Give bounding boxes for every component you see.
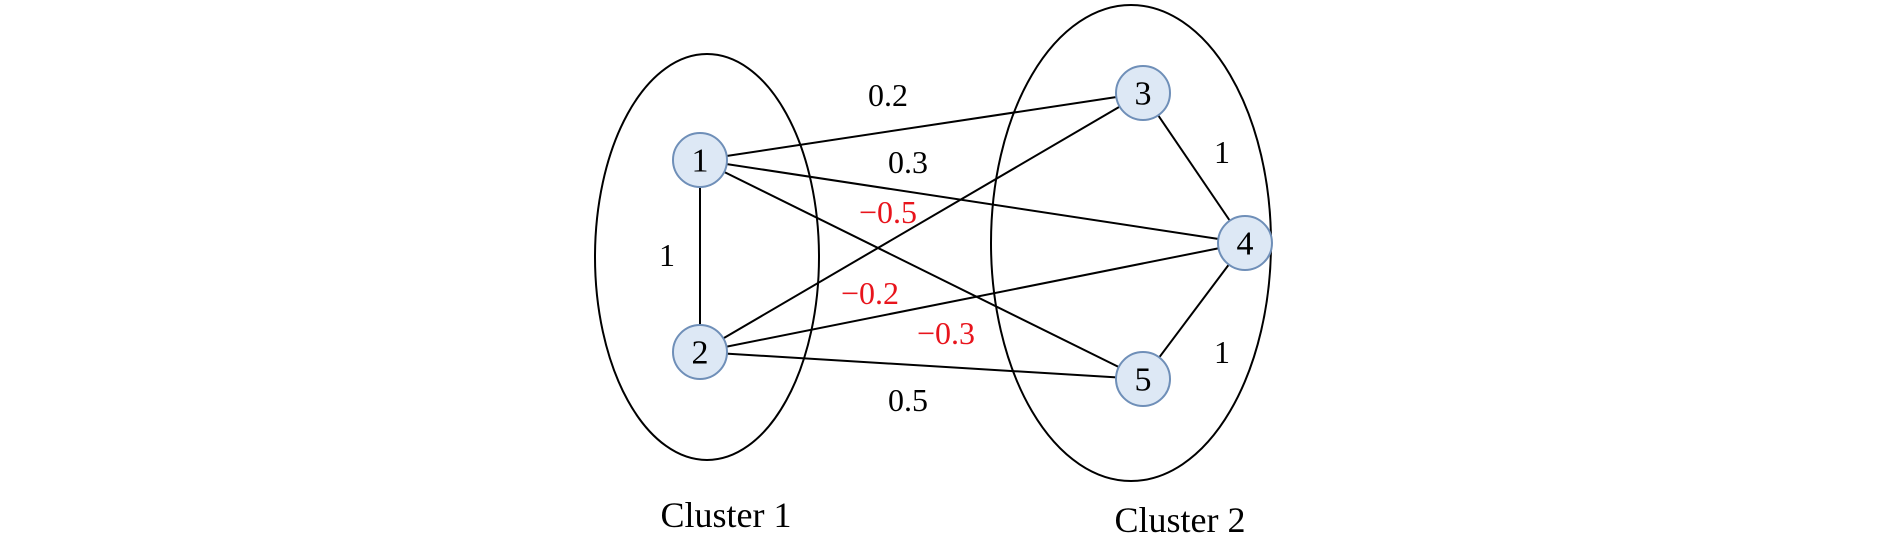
edge-2-5 [699,351,1144,380]
node-label-4: 4 [1237,226,1254,263]
node-circle-4 [1217,215,1273,271]
cluster-1-label: Cluster 1 [661,495,792,535]
edge-label-4-5: 1 [1214,334,1230,370]
edge-label-1-4: 0.3 [888,144,928,180]
node-3: 3 [1115,65,1171,121]
cluster-1-ellipse [594,53,820,461]
edge-2-4 [699,242,1246,353]
edge-4-5 [1142,242,1246,380]
edge-1-3 [699,92,1144,161]
edge-label-1-3: 0.2 [868,77,908,113]
edges [699,92,1246,380]
cluster-2-label: Cluster 2 [1115,500,1246,540]
node-label-1: 1 [692,143,709,180]
nodes: 1 2 3 4 5 [672,65,1273,407]
edge-2-3 [699,92,1144,353]
edge-label-2-3: −0.2 [841,275,899,311]
edge-label-2-4: −0.3 [917,315,975,351]
node-5: 5 [1115,351,1171,407]
node-circle-1 [672,132,728,188]
node-label-2: 2 [692,335,709,372]
node-circle-2 [672,324,728,380]
node-2: 2 [672,324,728,380]
node-circle-3 [1115,65,1171,121]
edge-1-4 [699,159,1246,244]
edge-label-1-5: −0.5 [859,194,917,230]
edge-1-5 [699,159,1144,380]
node-circle-5 [1115,351,1171,407]
node-4: 4 [1217,215,1273,271]
edge-label-2-5: 0.5 [888,382,928,418]
edge-3-4 [1142,92,1246,244]
edge-label-1-2: 1 [659,237,675,273]
node-label-3: 3 [1135,76,1152,113]
node-label-5: 5 [1135,362,1152,399]
node-1: 1 [672,132,728,188]
edge-labels: 1 0.2 0.3 −0.5 −0.2 −0.3 0.5 1 1 [659,77,1230,418]
edge-label-3-4: 1 [1214,134,1230,170]
